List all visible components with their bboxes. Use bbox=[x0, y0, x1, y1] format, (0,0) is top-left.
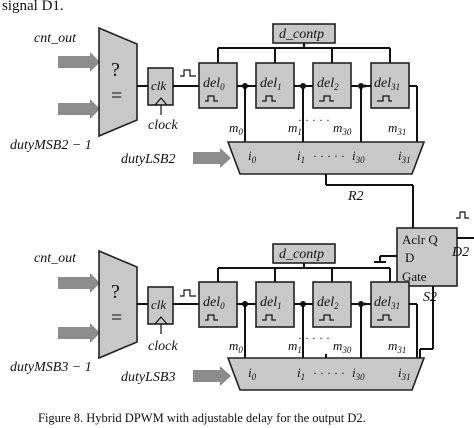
del-0-top: del0 bbox=[203, 76, 225, 92]
gate-label: Gate bbox=[402, 269, 427, 284]
r2-label: R2 bbox=[347, 189, 364, 204]
d2-output-label: D2 bbox=[451, 245, 469, 260]
del-0-bottom: del0 bbox=[203, 295, 225, 311]
duty-lsb-label-top: dutyLSB2 bbox=[121, 152, 175, 167]
duty-lsb-arrow-top bbox=[193, 148, 231, 168]
m1-bottom: m1 bbox=[288, 338, 302, 355]
bottom-section: cnt_out dutyMSB3 − 1 ? = clk clock d_con… bbox=[10, 243, 437, 391]
s2-label: S2 bbox=[423, 290, 437, 305]
duty-lsb-arrow-bottom bbox=[193, 366, 231, 386]
m30-top: m30 bbox=[333, 120, 352, 137]
cnt-out-label-top: cnt_out bbox=[34, 31, 77, 46]
duty-lsb-label-bottom: dutyLSB3 bbox=[121, 370, 175, 385]
i-dots-bottom: · · · · · bbox=[313, 366, 345, 380]
m31-top: m31 bbox=[388, 120, 406, 137]
mux-top bbox=[226, 141, 426, 175]
pulse-icon-bottom bbox=[180, 289, 196, 297]
gate-latch: Aclr Q D Gate D2 bbox=[374, 211, 474, 287]
duty-msb-label-top: dutyMSB2 − 1 bbox=[10, 138, 92, 153]
clock-label-bottom: clock bbox=[148, 339, 178, 354]
cnt-out-label-bottom: cnt_out bbox=[34, 251, 77, 266]
gate-aclr-q: Aclr Q bbox=[402, 232, 438, 247]
comparator-top bbox=[98, 26, 138, 138]
mux-bottom bbox=[226, 357, 426, 391]
d-contp-label-bottom: d_contp bbox=[279, 247, 324, 262]
comparator-eq-top: = bbox=[111, 85, 122, 107]
pulse-icon-top bbox=[180, 69, 196, 77]
m30-bottom: m30 bbox=[333, 338, 352, 355]
m31-bottom: m31 bbox=[388, 338, 406, 355]
i0-bottom: i0 bbox=[248, 365, 257, 382]
duty-msb-arrow-bottom bbox=[58, 323, 100, 343]
comparator-eq-bottom: = bbox=[111, 307, 122, 329]
clock-label-top: clock bbox=[148, 118, 178, 133]
i1-top: i1 bbox=[297, 148, 305, 165]
clk-label-top: clk bbox=[151, 78, 166, 93]
comparator-q-top: ? bbox=[111, 59, 120, 81]
cnt-out-arrow-bottom bbox=[58, 273, 100, 293]
m1-top: m1 bbox=[288, 120, 302, 137]
cnt-out-arrow-top bbox=[58, 52, 100, 72]
m0-bottom: m0 bbox=[229, 338, 243, 355]
del-1-bottom: del1 bbox=[260, 295, 282, 311]
del-31-top: del31 bbox=[374, 76, 400, 92]
comparator-bottom bbox=[98, 249, 138, 360]
gate-d: D bbox=[405, 250, 414, 265]
m-dots-top: · · · · · bbox=[298, 113, 330, 127]
del-2-top: del2 bbox=[317, 76, 339, 92]
del-31-bottom: del31 bbox=[374, 295, 400, 311]
i1-bottom: i1 bbox=[297, 365, 305, 382]
figure-caption: Figure 8. Hybrid DPWM with adjustable de… bbox=[38, 411, 366, 425]
m-dots-bottom: · · · · · bbox=[298, 331, 330, 345]
i-dots-top: · · · · · bbox=[313, 149, 345, 163]
duty-msb-label-bottom: dutyMSB3 − 1 bbox=[10, 360, 92, 375]
clk-label-bottom: clk bbox=[151, 297, 166, 312]
del-2-bottom: del2 bbox=[317, 295, 339, 311]
del-1-top: del1 bbox=[260, 76, 282, 92]
m0-top: m0 bbox=[229, 120, 243, 137]
duty-msb-arrow-top bbox=[58, 99, 100, 119]
i0-top: i0 bbox=[248, 148, 257, 165]
d-contp-label-top: d_contp bbox=[279, 27, 324, 42]
comparator-q-bottom: ? bbox=[111, 281, 120, 303]
header-fragment: signal D1. bbox=[2, 0, 64, 14]
top-section: cnt_out dutyMSB2 − 1 ? = clk clock d_con… bbox=[10, 23, 426, 228]
pulse-icon-gate bbox=[456, 211, 469, 219]
